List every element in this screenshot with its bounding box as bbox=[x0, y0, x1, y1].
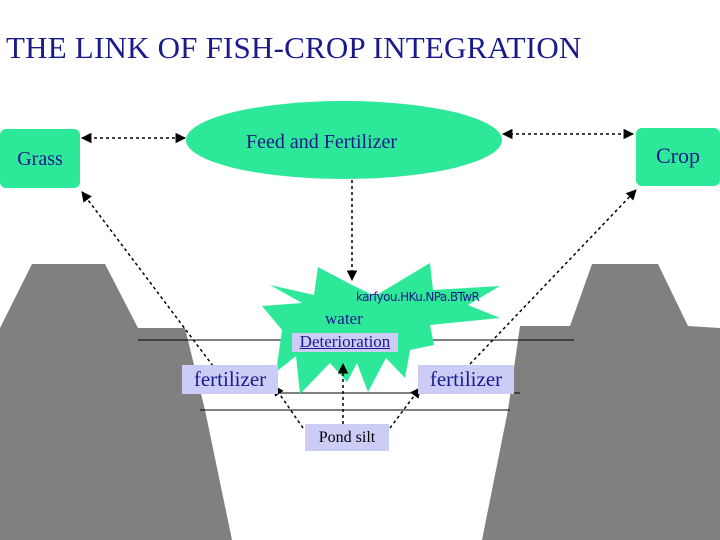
arrow-silt-right-fertilizer bbox=[389, 387, 421, 429]
pond-silt-label: Pond silt bbox=[318, 429, 376, 446]
feed-node bbox=[186, 101, 502, 179]
arrow-fertilizer-grass bbox=[81, 191, 214, 367]
right-bank bbox=[482, 264, 720, 540]
feed-label: Feed and Fertilizer bbox=[246, 131, 398, 153]
grass-node bbox=[0, 129, 80, 188]
deterioration-box bbox=[292, 333, 398, 352]
crop-label: Crop bbox=[656, 143, 700, 168]
fertilizer-right-label: fertilizer bbox=[429, 367, 503, 391]
deterioration-label: Deterioration bbox=[299, 332, 391, 351]
star-caption: karfyou.HKu.NPa.BTwR bbox=[356, 290, 480, 304]
left-bank bbox=[0, 264, 232, 540]
fertilizer-right-box bbox=[418, 365, 514, 394]
fertilizer-left-box bbox=[182, 365, 278, 394]
water-label: water bbox=[325, 309, 363, 328]
water-deterioration-starburst bbox=[262, 263, 500, 394]
crop-node bbox=[636, 128, 720, 186]
page-title: THE LINK OF FISH-CROP INTEGRATION bbox=[6, 30, 582, 65]
pond-silt-box bbox=[305, 424, 389, 451]
fertilizer-left-label: fertilizer bbox=[193, 367, 267, 391]
arrow-fertilizer-crop bbox=[469, 189, 637, 365]
grass-label: Grass bbox=[17, 148, 63, 170]
arrow-silt-left-fertilizer bbox=[273, 385, 304, 429]
